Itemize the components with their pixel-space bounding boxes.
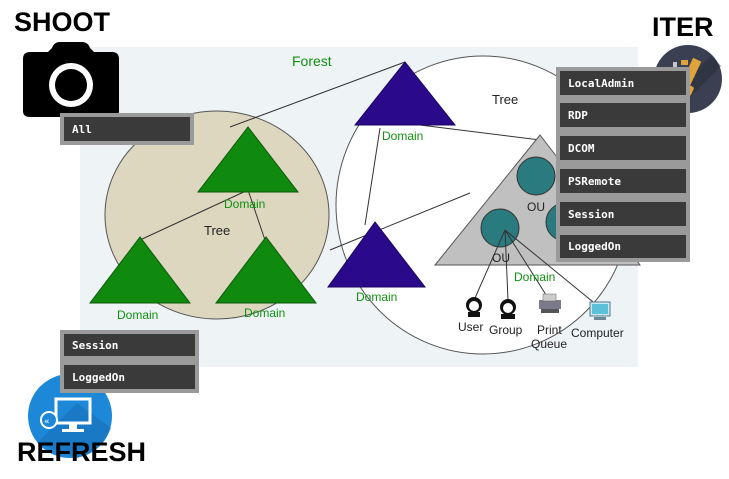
camera-icon[interactable]	[22, 40, 120, 118]
menu-item-all[interactable]: All	[62, 115, 192, 143]
right-tree-line	[329, 192, 471, 251]
forest-label: Forest	[292, 53, 332, 69]
menu-item-rdp-label: RDP	[568, 108, 588, 122]
computer-label: Computer	[571, 326, 624, 340]
print-label: Print	[537, 323, 562, 337]
domain-label-left-top: Domain	[224, 197, 266, 211]
domain-label-gray: Domain	[514, 270, 556, 284]
svg-text:«: «	[44, 417, 50, 427]
shoot-label: SHOOT	[14, 7, 111, 37]
domain-label-right-bottom: Domain	[244, 306, 286, 320]
tree-label-left: Tree	[204, 223, 231, 238]
forest-line-left	[229, 61, 406, 128]
menu-item-session-label: Session	[568, 207, 615, 221]
domain-triangle-right-bottom	[214, 236, 318, 304]
menu-item-session-left-label: Session	[72, 338, 119, 352]
menu-item-loggedon[interactable]: LoggedOn	[558, 233, 688, 260]
domain-triangle-right-tree	[327, 221, 427, 288]
refresh-label: REFRESH	[17, 437, 147, 467]
ou-label-1: OU	[527, 200, 545, 214]
menu-item-loggedon-label: LoggedOn	[568, 240, 621, 253]
left-tree-line-2	[247, 189, 266, 241]
menu-item-dcom[interactable]: DCOM	[558, 134, 688, 162]
printer-icon	[539, 293, 561, 313]
forest-line-right	[419, 124, 541, 141]
group-label: Group	[489, 323, 523, 337]
menu-item-psremote-label: PSRemote	[568, 174, 621, 188]
user-icon	[466, 297, 482, 317]
iter-label: ITER	[652, 12, 714, 42]
menu-item-loggedon-left-label: LoggedOn	[72, 370, 125, 384]
menu-item-session[interactable]: Session	[558, 200, 688, 228]
ou-label-2: OU	[492, 251, 510, 265]
menu-item-psremote[interactable]: PSRemote	[558, 167, 688, 195]
remote-desktop-icon[interactable]: «	[27, 373, 113, 459]
menu-item-all-label: All	[72, 122, 92, 136]
menu-item-loggedon-left[interactable]: LoggedOn	[62, 363, 197, 391]
domain-label-right-tree: Domain	[356, 290, 398, 304]
domain-label-left-bottom: Domain	[117, 308, 159, 322]
queue-label: Queue	[531, 337, 568, 351]
domain-triangle-left-bottom	[88, 236, 192, 304]
ou-circle-1	[516, 156, 556, 196]
domain-label-forest-root: Domain	[382, 129, 424, 143]
menu-item-localadmin-label: LocalAdmin	[568, 76, 635, 90]
menu-item-session-left[interactable]: Session	[62, 332, 197, 358]
user-label: User	[458, 320, 484, 334]
domain-triangle-left-top	[196, 126, 300, 193]
right-menu	[556, 67, 690, 262]
domain-triangle-forest-root	[353, 61, 457, 126]
tree-label-right: Tree	[492, 92, 519, 107]
computer-icon	[589, 301, 611, 320]
menu-item-dcom-label: DCOM	[568, 141, 595, 155]
menu-item-rdp[interactable]: RDP	[558, 101, 688, 129]
group-icon	[500, 299, 516, 319]
left-tree-line-1	[139, 189, 249, 241]
menu-item-localadmin[interactable]: LocalAdmin	[558, 69, 688, 97]
forest-line-down	[364, 127, 381, 226]
